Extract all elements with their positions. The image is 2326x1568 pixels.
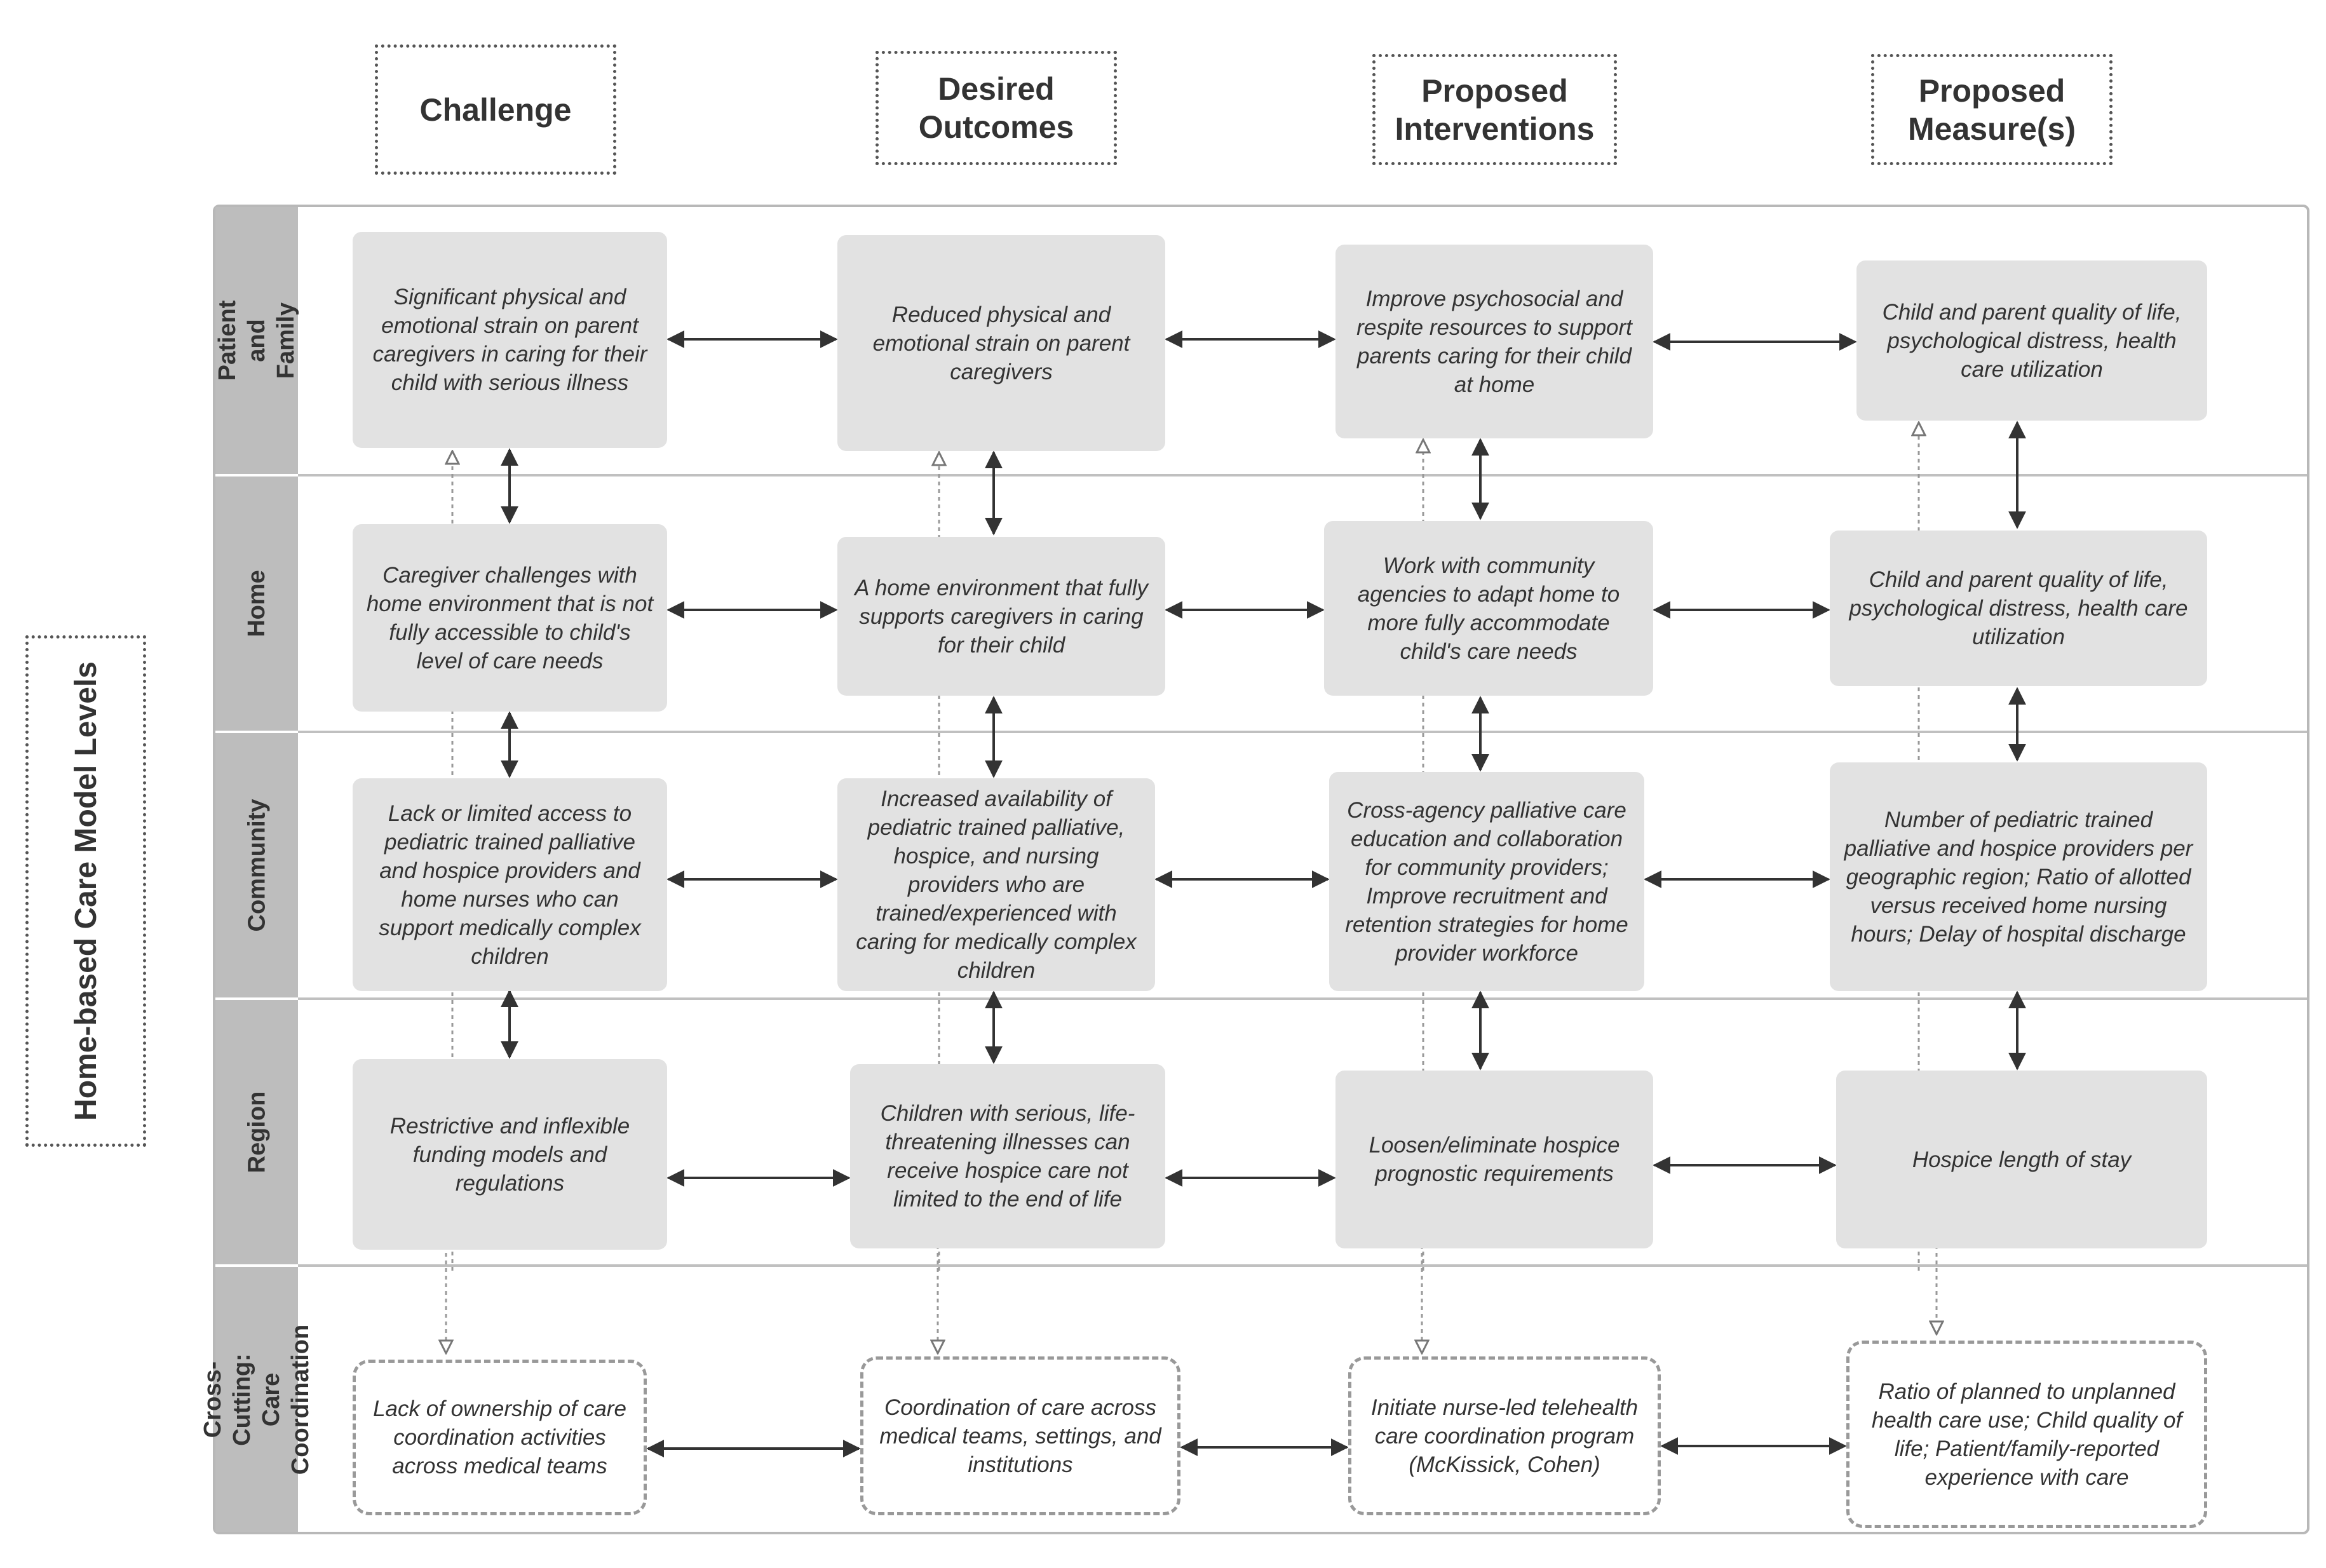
cell-home-measure: Child and parent quality of life, psycho… [1830, 531, 2207, 686]
cell-care-coordination-measure: Ratio of planned to unplanned health car… [1846, 1341, 2207, 1528]
row-separator [298, 474, 2307, 476]
cell-home-challenge: Caregiver challenges with home environme… [353, 524, 667, 712]
side-label-care-model-levels: Home-based Care Model Levels [25, 635, 146, 1147]
cell-community-outcome: Increased availability of pediatric trai… [837, 778, 1155, 991]
cell-patient-family-outcome: Reduced physical and emotional strain on… [837, 235, 1165, 451]
row-tab-home: Home [215, 476, 298, 731]
cell-community-challenge: Lack or limited access to pediatric trai… [353, 778, 667, 991]
cell-region-challenge: Restrictive and inflexible funding model… [353, 1059, 667, 1250]
cell-care-coordination-outcome: Coordination of care across medical team… [860, 1356, 1180, 1515]
column-header-challenge: Challenge [375, 44, 616, 175]
cell-region-outcome: Children with serious, life-threatening … [850, 1064, 1165, 1248]
row-tab-region: Region [215, 1000, 298, 1264]
cell-community-intervention: Cross-agency palliative care education a… [1329, 772, 1644, 991]
row-separator [298, 731, 2307, 733]
column-header-desired-outcomes: Desired Outcomes [876, 51, 1117, 165]
cell-region-intervention: Loosen/eliminate hospice prognostic requ… [1335, 1071, 1653, 1248]
column-header-proposed-interventions: Proposed Interventions [1372, 54, 1617, 165]
cell-community-measure: Number of pediatric trained palliative a… [1830, 762, 2207, 991]
row-separator [298, 997, 2307, 1000]
cell-patient-family-intervention: Improve psychosocial and respite resourc… [1335, 245, 1653, 438]
cell-region-measure: Hospice length of stay [1836, 1071, 2207, 1248]
cell-care-coordination-intervention: Initiate nurse-led telehealth care coord… [1348, 1356, 1661, 1515]
row-separator [298, 1264, 2307, 1267]
row-tab-cross-cutting: Cross-Cutting: Care Coordination [199, 1267, 314, 1532]
cell-home-outcome: A home environment that fully supports c… [837, 537, 1165, 696]
row-tab-patient-and-family: Patient and Family [214, 207, 299, 474]
cell-patient-family-challenge: Significant physical and emotional strai… [353, 232, 667, 448]
column-header-proposed-measures: Proposed Measure(s) [1871, 54, 2113, 165]
cell-care-coordination-challenge: Lack of ownership of care coordination a… [353, 1360, 647, 1515]
cell-home-intervention: Work with community agencies to adapt ho… [1324, 521, 1653, 696]
row-tab-community: Community [215, 733, 298, 997]
cell-patient-family-measure: Child and parent quality of life, psycho… [1856, 260, 2207, 421]
